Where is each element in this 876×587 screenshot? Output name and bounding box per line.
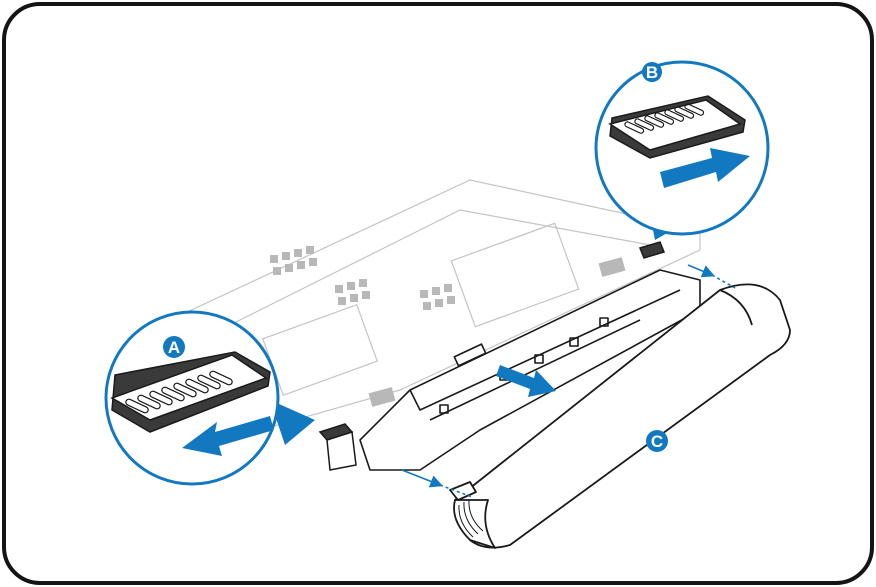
latch-b-part: [638, 241, 666, 259]
callout-a-arrow: [182, 416, 274, 456]
battery-direction-arrow: [496, 365, 556, 397]
latch-a-part: [318, 423, 357, 471]
latch-a-top: [110, 354, 268, 421]
label-b: B: [646, 63, 658, 82]
callout-b-arrow: [660, 148, 750, 188]
label-b-badge: [642, 62, 662, 82]
callout-a-pointer: [270, 400, 315, 445]
callout-b: B: [594, 60, 770, 240]
callout-a: A: [104, 310, 315, 486]
battery-pack: [449, 283, 791, 549]
label-a: A: [168, 338, 180, 357]
latch-b-top: [608, 99, 742, 151]
label-c-badge: [646, 430, 668, 452]
label-a-badge: [163, 336, 185, 358]
insertion-guides: [401, 264, 736, 498]
callout-c: C: [646, 430, 668, 452]
battery-bay: [359, 269, 701, 471]
label-c: C: [651, 432, 663, 451]
